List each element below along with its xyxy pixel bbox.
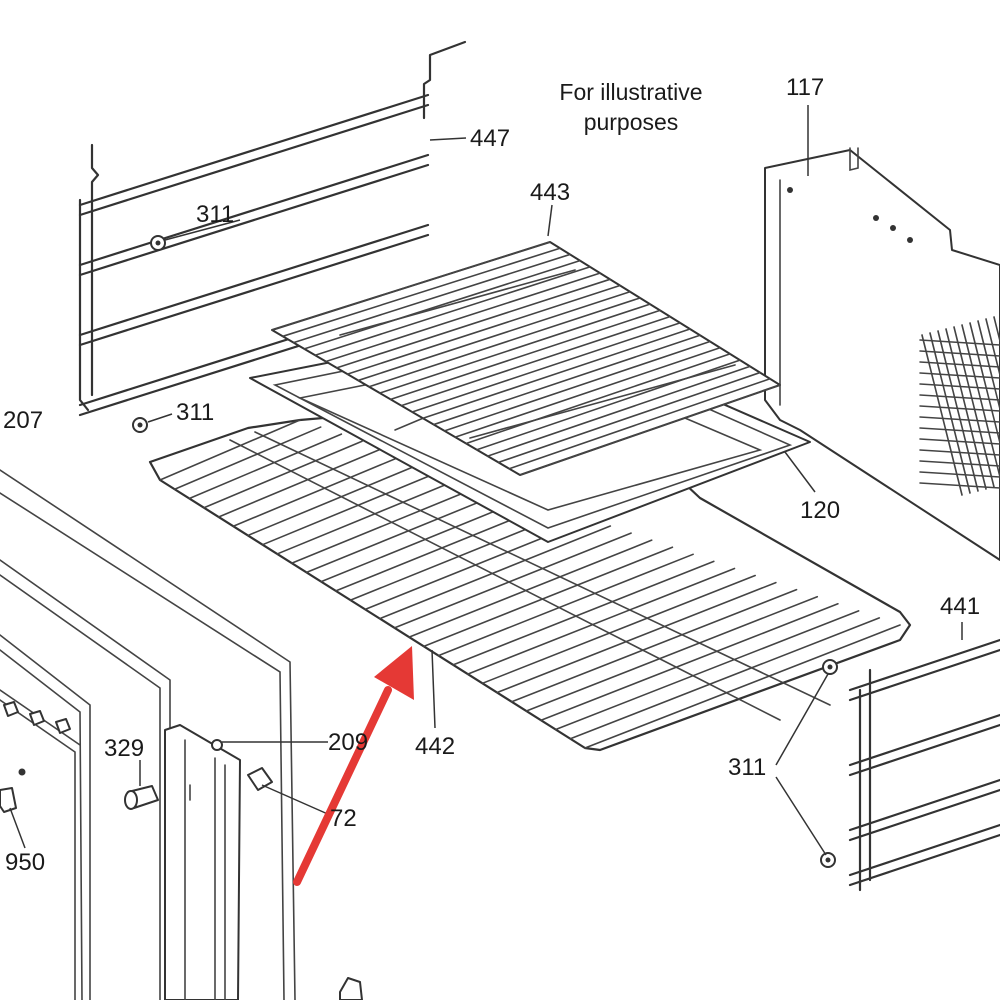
illustrative-note-line2: purposes [584, 109, 679, 135]
wire-rack-443 [271, 241, 781, 476]
door-hinge-209 [164, 724, 241, 1000]
oven-rack-442 [148, 393, 912, 752]
part-label-329: 329 [104, 735, 144, 762]
right-shelf-support-441 [820, 638, 1000, 892]
part-label-117: 117 [786, 74, 824, 101]
part-label-72: 72 [330, 805, 357, 832]
part-label-311-right: 311 [728, 754, 766, 781]
part-label-311-lower: 311 [176, 399, 214, 426]
part-label-442: 442 [415, 733, 455, 760]
part-label-311-upper: 311 [196, 201, 234, 228]
part-label-207: 207 [3, 407, 43, 434]
part-label-950: 950 [5, 849, 45, 876]
small-fitting [339, 977, 363, 1000]
highlight-arrow [293, 646, 414, 886]
part-label-443: 443 [530, 179, 570, 206]
part-label-120: 120 [800, 497, 840, 524]
leader-lines [9, 105, 963, 856]
oven-door-207 [0, 469, 296, 1000]
part-label-447: 447 [470, 125, 510, 152]
back-panel-117 [764, 147, 1000, 561]
part-label-441: 441 [940, 593, 980, 620]
clip-72 [247, 767, 273, 791]
left-shelf-support-447 [78, 40, 467, 433]
illustrative-note-line1: For illustrative [559, 79, 702, 105]
spacer-329 [124, 785, 159, 810]
part-label-209: 209 [328, 729, 368, 756]
